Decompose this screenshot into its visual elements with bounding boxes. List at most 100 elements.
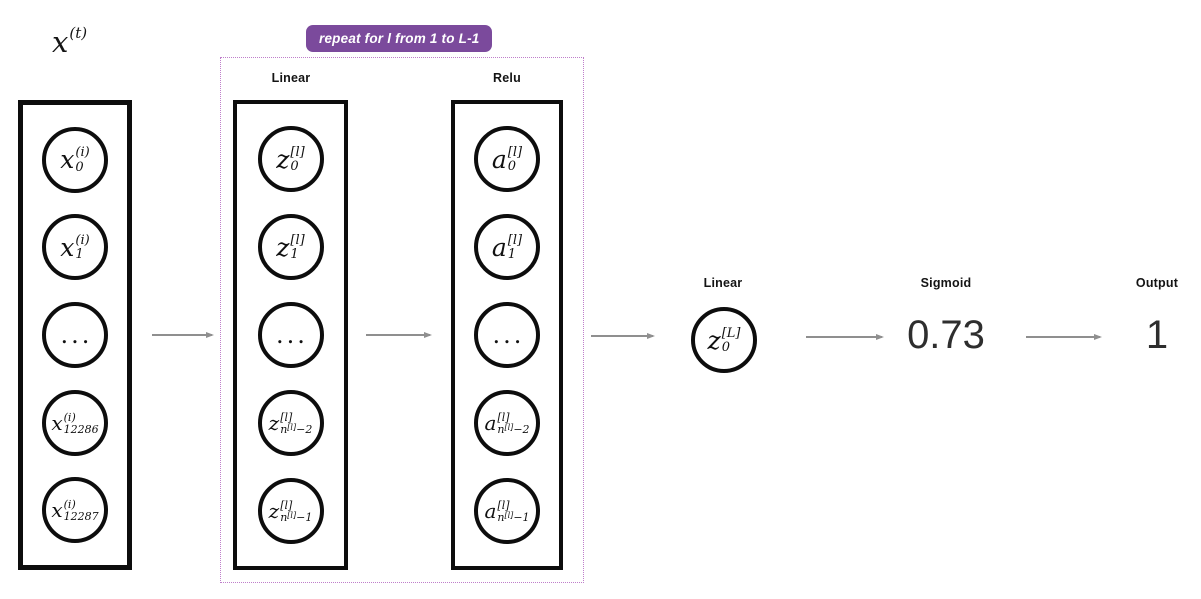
neuron-circle: z[l]n[l]−1 <box>257 478 324 544</box>
ellipsis-circle: ... <box>257 302 324 368</box>
math-scripts: [l]n[l]−2 <box>497 410 530 436</box>
math-superscript: (i) <box>75 145 90 161</box>
math-scripts: (i)1 <box>75 233 90 263</box>
sub-superscript: [l] <box>504 511 514 520</box>
math-subscript: 12287 <box>64 511 99 523</box>
neuron-label: z[l]n[l]−1 <box>269 499 313 523</box>
ellipsis: ... <box>492 321 525 349</box>
neuron-circle: x(i)12286 <box>42 389 108 456</box>
math-subscript: n[l]−1 <box>280 511 313 524</box>
sub-base: 12287 <box>63 510 99 524</box>
neuron-circle: z[l]0 <box>257 126 324 192</box>
math-base: x <box>51 498 63 523</box>
math-subscript: 1 <box>507 247 517 262</box>
math-scripts: [l]0 <box>507 144 523 175</box>
neuron-label: x(i)12286 <box>51 411 98 435</box>
math-base: z <box>276 232 290 262</box>
math-superscript: [l] <box>497 410 510 424</box>
repeat-banner: repeat for l from 1 to L-1 <box>306 25 493 52</box>
sub-superscript: [l] <box>504 423 514 432</box>
neuron-label: x(i)0 <box>60 145 89 175</box>
sub-base: n <box>497 511 505 524</box>
output-value: 1 <box>1145 313 1169 357</box>
sub-base: 0 <box>507 159 517 174</box>
sub-base: 12286 <box>63 422 99 436</box>
neuron-circle: a[l]n[l]−1 <box>474 478 540 544</box>
final-linear-neuron-circle: z[L]0 <box>691 307 757 373</box>
neuron-label: a[l]n[l]−2 <box>484 411 529 435</box>
sub-tail: −2 <box>513 423 530 436</box>
math-superscript: [l] <box>507 144 523 160</box>
math-superscript: [l] <box>290 232 305 248</box>
neuron-label: a[l]n[l]−1 <box>484 499 529 523</box>
neuron-circle: x(i)1 <box>42 214 108 281</box>
math-base: z <box>268 411 280 435</box>
linear-layer-label: Linear <box>271 71 311 85</box>
math-scripts: (i)0 <box>75 146 89 175</box>
math-scripts: [l]0 <box>290 145 304 175</box>
math-base: a <box>484 499 497 523</box>
sub-base: 1 <box>75 247 84 263</box>
math-base: z <box>707 325 721 355</box>
sub-base: 0 <box>75 159 84 175</box>
final-neuron-label: z[L]0 <box>708 326 741 355</box>
neuron-circle: x(i)12287 <box>42 477 108 544</box>
neuron-label: x(i)12287 <box>51 498 99 523</box>
title-base: x <box>52 25 69 59</box>
sub-base: 0 <box>290 159 299 174</box>
math-scripts: [l]n[l]−1 <box>280 498 313 524</box>
neuron-label: a[l]0 <box>492 145 522 174</box>
input-vector-title: x(t) <box>52 26 87 57</box>
math-scripts: [L]0 <box>721 325 741 356</box>
neuron-circle: z[l]1 <box>257 214 324 280</box>
sub-base: n <box>280 511 288 524</box>
final-linear-label: Linear <box>703 276 743 290</box>
sigmoid-value: 0.73 <box>907 313 985 357</box>
sub-superscript: [l] <box>287 423 297 432</box>
flow-arrow-relu-to-final-linear <box>591 335 653 337</box>
math-base: z <box>268 499 280 523</box>
math-subscript: 0 <box>507 159 517 174</box>
neuron-circle: a[l]0 <box>474 126 540 192</box>
math-base: a <box>484 411 497 435</box>
math-scripts: [l]n[l]−2 <box>280 411 312 436</box>
neuron-circle: a[l]n[l]−2 <box>474 390 540 456</box>
output-label: Output <box>1135 276 1179 290</box>
flow-arrow-final-linear-to-sigmoid <box>806 336 882 338</box>
sub-base: n <box>280 423 288 436</box>
sub-base: 1 <box>290 247 299 262</box>
math-base: x <box>60 232 75 262</box>
math-base: x <box>60 145 75 175</box>
math-scripts: [l]n[l]−1 <box>497 498 530 524</box>
math-subscript: n[l]−2 <box>280 423 312 436</box>
math-subscript: 12286 <box>63 422 99 436</box>
math-superscript: [l] <box>280 498 293 512</box>
math-superscript: (i) <box>63 498 76 512</box>
math-superscript: [l] <box>497 498 510 512</box>
math-scripts: [l]1 <box>507 233 522 263</box>
neuron-label: x(i)1 <box>60 233 89 262</box>
sub-tail: −1 <box>513 511 530 524</box>
math-base: z <box>276 144 290 174</box>
math-subscript: 0 <box>290 159 299 174</box>
math-base: x <box>51 410 63 435</box>
math-superscript: [L] <box>721 325 741 341</box>
title-superscript: (t) <box>69 24 88 42</box>
sub-superscript: [l] <box>287 511 297 520</box>
neuron-circle: a[l]1 <box>474 214 540 280</box>
math-base: a <box>491 232 507 262</box>
sub-base: 1 <box>507 247 517 262</box>
math-subscript: n[l]−1 <box>497 511 530 524</box>
ellipsis-circle: ... <box>42 301 108 368</box>
sigmoid-label: Sigmoid <box>920 276 972 290</box>
math-subscript: 0 <box>721 340 730 355</box>
ellipsis: ... <box>60 320 93 349</box>
math-superscript: (i) <box>75 233 90 249</box>
sub-tail: −1 <box>296 511 313 524</box>
repeat-block-border <box>220 57 584 583</box>
flow-arrow-linear-to-relu <box>366 334 430 336</box>
neuron-label: z[l]n[l]−2 <box>269 411 313 435</box>
